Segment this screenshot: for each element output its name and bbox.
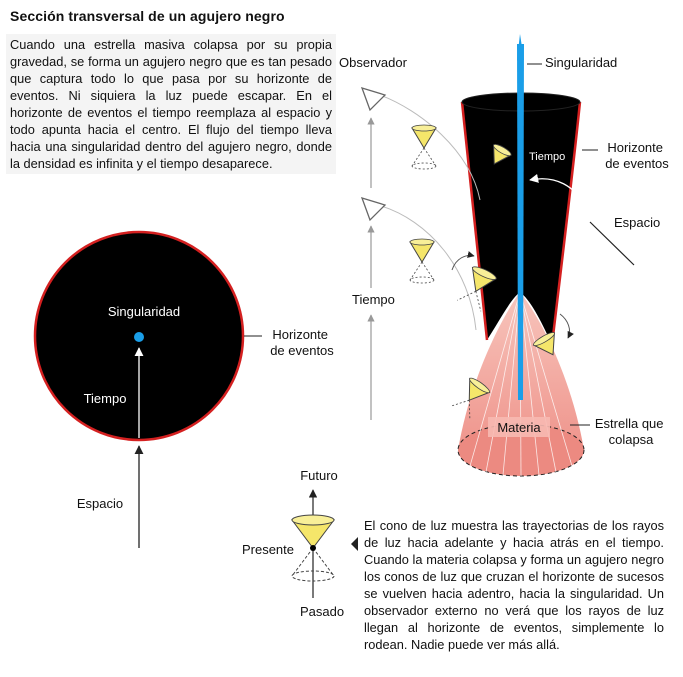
observer-path-2	[377, 204, 477, 331]
page-title: Sección transversal de un agujero negro	[10, 8, 285, 24]
future-label: Futuro	[300, 468, 338, 483]
right-horizon-label: Horizonte de eventos	[605, 140, 669, 171]
cone-curve-arrow-2	[559, 313, 574, 339]
right-time-label: Tiempo	[352, 292, 395, 307]
light-cone-legend: Futuro Presente Pasado	[242, 468, 358, 619]
horizon-edge-left	[460, 101, 489, 341]
right-spacetime-funnel: Observador Singularidad Tiempo Horizonte…	[339, 34, 669, 477]
space-leader	[589, 221, 635, 266]
singularity-tip	[517, 34, 524, 60]
right-horizon-line1: Horizonte	[607, 140, 663, 155]
legend-past-rim	[291, 570, 335, 582]
observer-path-1	[379, 94, 481, 201]
light-cone-outside-1	[411, 124, 437, 170]
present-label: Presente	[242, 542, 294, 557]
observer-label: Observador	[339, 55, 408, 70]
light-cone-tilted-1	[493, 144, 512, 165]
left-space-label: Espacio	[77, 496, 123, 511]
legend-past-cone	[291, 547, 335, 577]
collapsing-star-label: Estrella que colapsa	[595, 416, 667, 447]
cone-curve-arrow-1	[451, 251, 475, 271]
horizon-edge-right	[550, 101, 582, 346]
light-cone-tilted-2	[457, 266, 498, 312]
legend-future-rim	[291, 514, 335, 526]
right-horizon-line2: de eventos	[605, 156, 669, 171]
left-horizon-line1: Horizonte	[272, 327, 328, 342]
left-singularity-label: Singularidad	[108, 304, 180, 319]
right-space-label: Espacio	[614, 215, 660, 230]
collapsing-star-line1: Estrella que	[595, 416, 664, 431]
left-horizon-line2: de eventos	[270, 343, 334, 358]
observer-icon-2	[360, 196, 387, 222]
left-time-label: Tiempo	[84, 391, 127, 406]
left-black-hole: Singularidad Tiempo Espacio Horizonte de…	[33, 230, 334, 548]
left-horizon-label: Horizonte de eventos	[270, 327, 334, 358]
caption-pointer	[351, 537, 358, 551]
observer-icon-1	[360, 86, 387, 112]
singularity-line	[517, 44, 524, 400]
singularity-dot	[134, 332, 144, 342]
legend-present-point	[310, 545, 316, 551]
matter-label: Materia	[497, 420, 541, 435]
light-cone-tilted-3	[532, 332, 555, 356]
time-inside-label: Tiempo	[529, 151, 565, 163]
matter-label-bg	[488, 417, 550, 437]
past-label: Pasado	[300, 604, 344, 619]
light-cone-outside-2	[409, 238, 435, 284]
collapsing-star-line2: colapsa	[609, 432, 655, 447]
right-singularity-label: Singularidad	[545, 55, 617, 70]
light-cone-tilted-4	[450, 377, 491, 421]
light-cone-caption: El cono de luz muestra las trayectorias …	[364, 518, 664, 652]
space-curve-arrow	[529, 173, 589, 211]
intro-paragraph: Cuando una estrella masiva colapsa por s…	[6, 34, 336, 174]
